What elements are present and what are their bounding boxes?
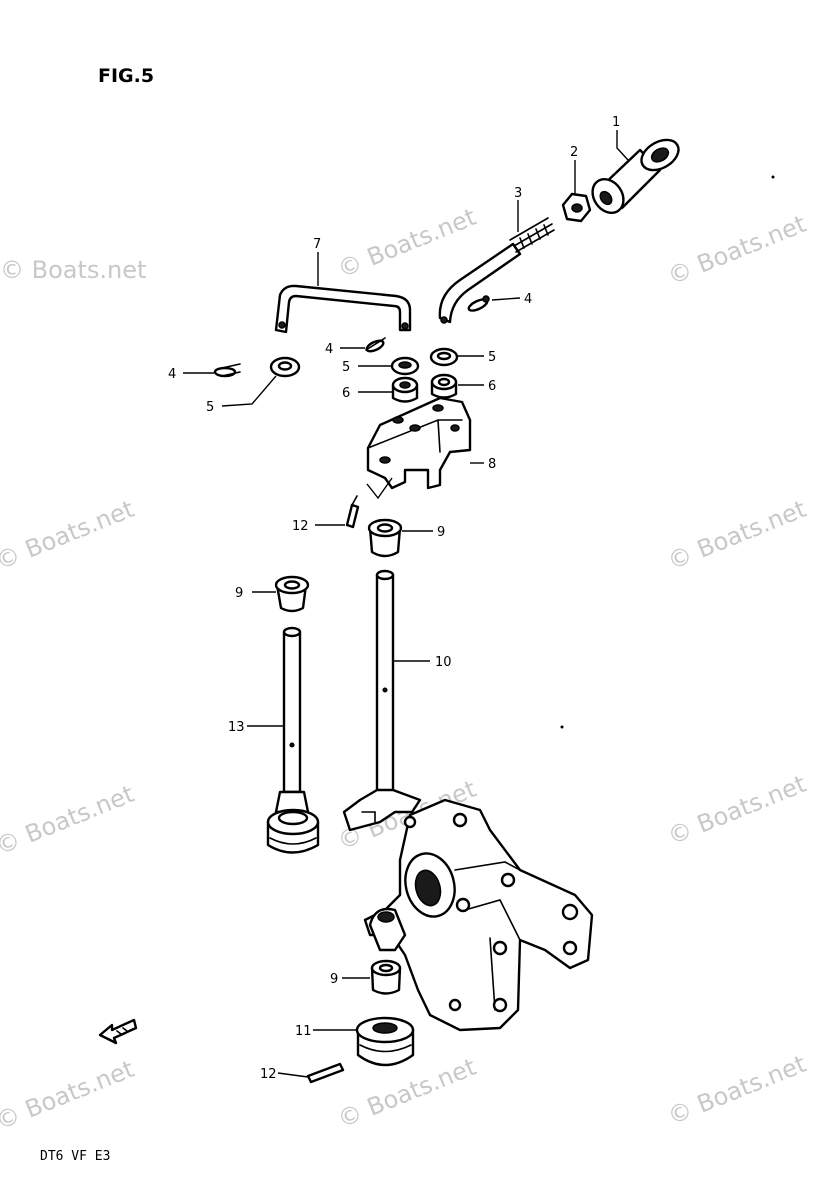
part-4-clip-left	[213, 363, 241, 378]
callout-7: 7	[313, 237, 321, 252]
part-4-clip-right	[467, 295, 490, 312]
part-12-pin-lower	[306, 1062, 345, 1084]
callout-12: 12	[260, 1067, 277, 1082]
part-5-washer-right	[429, 347, 459, 367]
callout-9: 9	[330, 972, 338, 987]
print-speck	[560, 725, 564, 729]
figure-title: FIG.5	[98, 65, 154, 87]
part-3-rod	[438, 217, 555, 324]
part-10-shaft	[342, 569, 422, 832]
callout-8: 8	[488, 457, 496, 472]
callout-5: 5	[206, 400, 214, 415]
watermark: © Boats.net	[664, 1050, 810, 1131]
callout-9: 9	[437, 525, 445, 540]
callout-9: 9	[235, 586, 243, 601]
part-6-bushing-mid	[391, 376, 419, 403]
callout-2: 2	[570, 145, 578, 160]
watermark: © Boats.net	[334, 1053, 480, 1134]
part-6-bushing-right	[430, 373, 458, 399]
watermark: © Boats.net	[0, 256, 146, 284]
watermark: © Boats.net	[0, 495, 138, 576]
part-11-collar	[355, 1016, 415, 1067]
callout-11: 11	[295, 1024, 312, 1039]
part-8-bracket	[366, 396, 472, 490]
part-9-bushing-lower	[370, 959, 402, 995]
callout-1: 1	[612, 115, 620, 130]
part-5-washer-left	[269, 356, 301, 378]
watermark: © Boats.net	[664, 495, 810, 576]
callout-labels: 1 2 3 7 4 4 4 5 5 5 6 6 8 12 9 9 10 13 9…	[168, 115, 620, 1082]
watermark-layer: © Boats.net © Boats.net © Boats.net © Bo…	[0, 203, 810, 1136]
part-1-joint	[591, 138, 680, 214]
callout-4: 4	[325, 342, 333, 357]
callout-5: 5	[488, 350, 496, 365]
part-4-clip-mid	[365, 337, 386, 353]
part-13-shaft	[266, 626, 320, 854]
callout-12: 12	[292, 519, 309, 534]
part-7-u-rod	[274, 284, 412, 334]
figure-code: DT6 VF E3	[40, 1149, 110, 1164]
part-9-bushing-left	[274, 575, 310, 613]
callout-10: 10	[435, 655, 452, 670]
watermark: © Boats.net	[664, 210, 810, 291]
callout-5: 5	[342, 360, 350, 375]
part-9-bushing-upper	[367, 518, 403, 558]
watermark: © Boats.net	[0, 1055, 138, 1136]
callout-6: 6	[342, 386, 350, 401]
callout-6: 6	[488, 379, 496, 394]
callout-13: 13	[228, 720, 245, 735]
forward-arrow-icon	[98, 1018, 138, 1045]
callout-4: 4	[524, 292, 532, 307]
leader-lines	[183, 130, 629, 1078]
print-speck	[771, 175, 775, 179]
part-12-pin-upper	[345, 495, 360, 529]
clamp-bracket-housing	[363, 798, 594, 1032]
watermark: © Boats.net	[334, 203, 480, 284]
part-5-washer-mid	[390, 356, 420, 376]
watermark: © Boats.net	[0, 780, 138, 861]
callout-4: 4	[168, 367, 176, 382]
part-2-nut	[561, 192, 592, 223]
watermark: © Boats.net	[664, 770, 810, 851]
callout-3: 3	[514, 186, 522, 201]
